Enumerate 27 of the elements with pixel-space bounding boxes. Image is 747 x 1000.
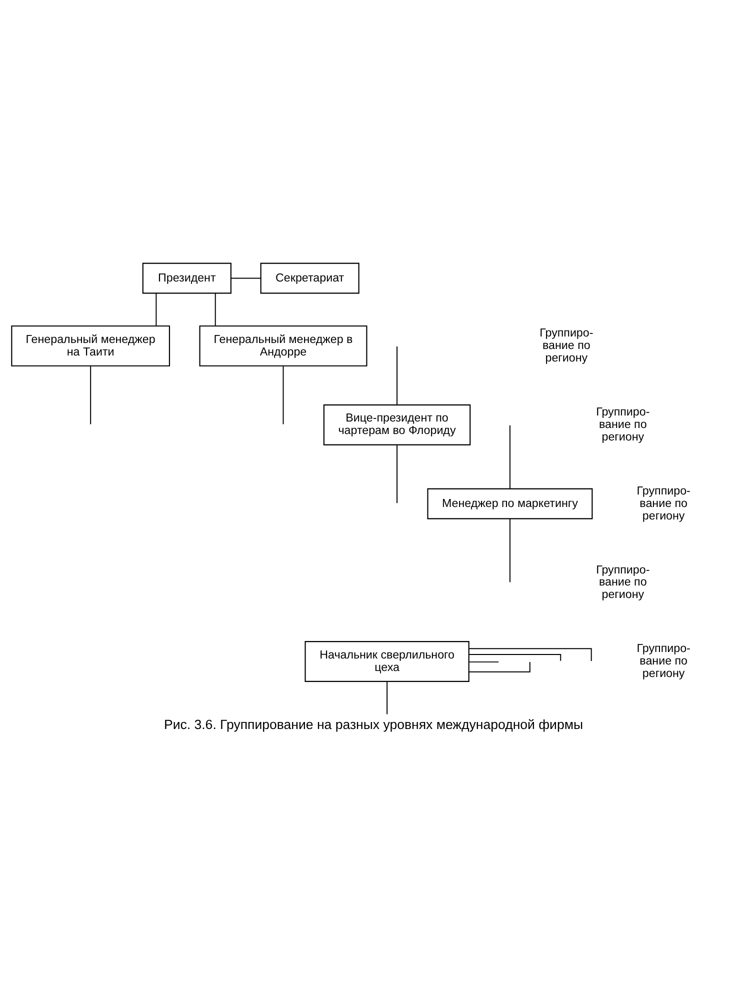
connector (468, 654, 562, 662)
node-box: Генеральный менеджер на Таити (11, 325, 170, 366)
connector (90, 366, 92, 425)
connector (396, 346, 398, 406)
connector (468, 661, 530, 672)
connector (468, 661, 500, 662)
node-box: Генеральный менеджер в Андорре (199, 325, 368, 366)
node-box: Секретариат (260, 262, 360, 294)
connector (509, 518, 510, 583)
node-box: Менеджер по маркетингу (427, 488, 593, 520)
label: Группиро- вание по региону (596, 405, 650, 444)
connector (509, 424, 510, 490)
connector (468, 648, 592, 662)
node-box: Президент (142, 262, 232, 294)
connector (396, 444, 398, 504)
label: Группиро- вание по региону (596, 563, 650, 602)
node-box: Начальник сверлильного цеха (304, 641, 470, 682)
label: Группиро- вание по региону (636, 642, 690, 680)
node-box: Вице-президент по чартерам во Флориду (323, 404, 471, 446)
caption: Рис. 3.6. Группирование на разных уровнях международной фирмы (164, 717, 584, 732)
connector (386, 681, 388, 715)
label: Группиро- вание по региону (540, 326, 594, 364)
label: Группиро- вание по региону (636, 484, 690, 522)
connector (230, 278, 262, 279)
connector (282, 366, 284, 425)
connector (214, 292, 216, 326)
connector (156, 292, 157, 326)
